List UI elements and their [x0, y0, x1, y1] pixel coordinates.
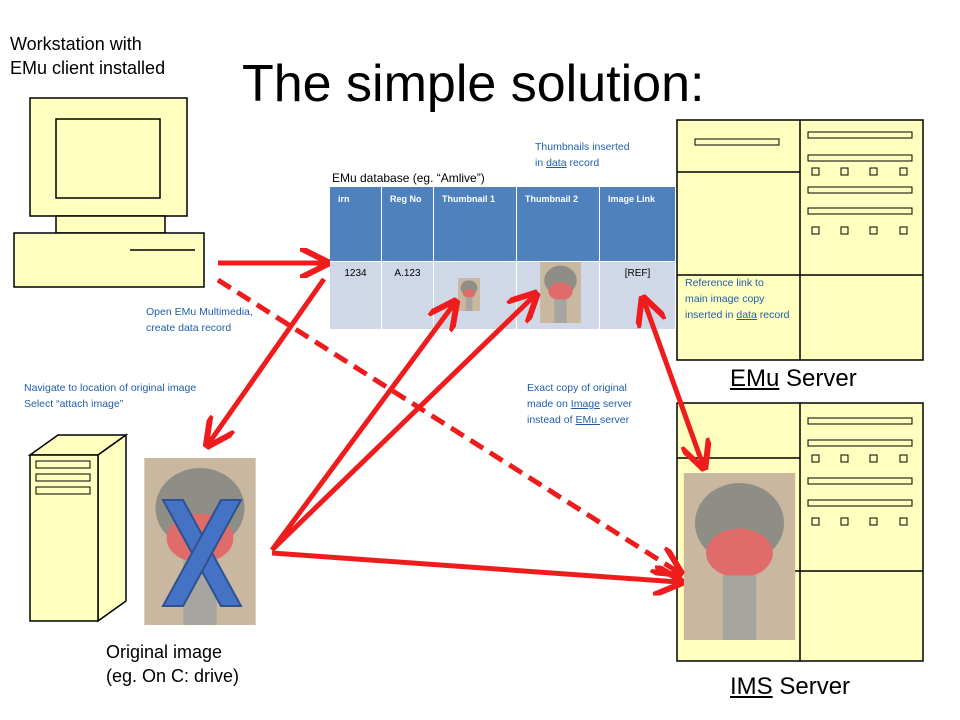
note-exact-line3: instead of EMu server [527, 413, 632, 429]
col-header-reg-no: Reg No [381, 187, 434, 261]
cell-reg-no: A.123 [381, 260, 434, 329]
cell-image-link: [REF] [599, 260, 676, 329]
note-open-emu: Open EMu Multimedia, create data record [146, 305, 253, 337]
thumbnail-2-image [540, 262, 581, 323]
slide-title: The simple solution: [242, 55, 705, 113]
note-navigate-line2: Select “attach image” [24, 397, 124, 410]
original-label-line1: Original image [106, 642, 223, 662]
workstation-label: Workstation with EMu client installed [10, 32, 165, 81]
note-text: server [599, 413, 630, 426]
note-open-emu-line1: Open EMu Multimedia, [146, 306, 253, 318]
note-exact-line2: made on Image server [527, 397, 632, 413]
emu-server-label-rest: Server [779, 365, 857, 392]
note-text: record [566, 156, 600, 169]
note-navigate: Navigate to location of original image S… [24, 381, 196, 413]
note-exact-line1: Exact copy of original [527, 382, 627, 394]
note-thumbnails-line2: in data record [535, 156, 630, 172]
workstation-label-line2: EMu client installed [10, 58, 166, 79]
note-reference-line1: Reference link to [685, 277, 764, 289]
ims-copy-image-photo [683, 473, 796, 640]
note-reference-line3: inserted in data record [685, 308, 790, 324]
workstation-label-line1: Workstation with [10, 34, 142, 54]
cell-irn: 1234 [330, 260, 382, 329]
col-header-irn: irn [330, 187, 382, 261]
ims-server-label-rest: Server [772, 673, 851, 700]
note-exact-copy: Exact copy of original made on Image ser… [527, 381, 632, 428]
note-underlined: data [546, 156, 567, 169]
ims-server-label: IMS Server [730, 673, 850, 701]
note-thumbnails-line1: Thumbnails inserted [535, 141, 630, 153]
table-row: 1234 A.123 [REF] [330, 260, 676, 329]
note-reference-line2: main image copy [685, 292, 765, 305]
col-header-thumbnail-2: Thumbnail 2 [516, 187, 600, 261]
note-text: record [756, 308, 790, 321]
original-label-line2: (eg. On C: drive) [106, 666, 240, 687]
emu-database-table: irn Reg No Thumbnail 1 Thumbnail 2 Image… [330, 187, 676, 329]
emu-server-icon [676, 119, 924, 361]
table-header-row: irn Reg No Thumbnail 1 Thumbnail 2 Image… [330, 187, 676, 261]
note-text: inserted in [685, 308, 737, 321]
local-pc-tower-icon [27, 433, 129, 623]
emu-server-label-underlined: EMu [730, 365, 780, 392]
workstation-icon [13, 97, 205, 288]
note-underlined: Image [570, 397, 600, 410]
original-image-photo [144, 458, 256, 625]
note-thumbnails-inserted: Thumbnails inserted in data record [535, 140, 630, 172]
note-text: server [599, 397, 633, 410]
note-text: in [535, 156, 547, 169]
note-open-emu-line2: create data record [146, 321, 232, 334]
col-header-thumbnail-1: Thumbnail 1 [433, 187, 517, 261]
original-image-label: Original image (eg. On C: drive) [106, 640, 239, 689]
col-header-image-link: Image Link [599, 187, 676, 261]
note-underlined: EMu [575, 413, 600, 426]
note-text: made on [527, 397, 571, 410]
emu-server-label: EMu Server [730, 365, 857, 393]
thumbnail-1-image [458, 278, 480, 311]
note-underlined: data [736, 308, 757, 321]
db-caption: EMu database (eg. “Amlive”) [332, 171, 485, 185]
note-navigate-line1: Navigate to location of original image [24, 382, 197, 394]
note-text: instead of [527, 413, 576, 426]
ims-server-label-underlined: IMS [730, 673, 773, 700]
note-reference-link: Reference link to main image copy insert… [685, 276, 790, 323]
